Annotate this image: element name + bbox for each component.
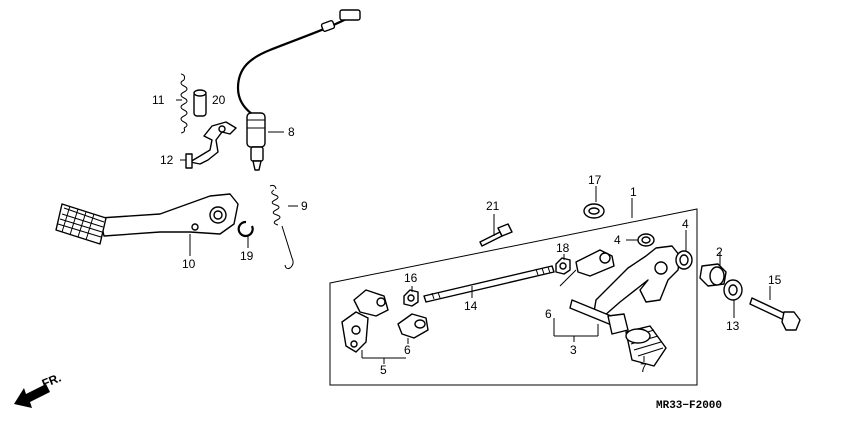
rod-14-part <box>423 265 555 303</box>
callout-6-left: 6 <box>404 343 411 357</box>
spring-9-part <box>269 184 294 270</box>
collar-2-part <box>699 263 727 287</box>
front-arrow-icon <box>14 384 50 408</box>
callout-4-left: 4 <box>614 233 621 247</box>
callout-19: 19 <box>240 249 254 263</box>
callout-14: 14 <box>464 299 478 313</box>
brake-pedal-part <box>55 193 239 245</box>
washer-13-part <box>723 279 743 301</box>
washer-17-part <box>583 203 605 219</box>
callout-15: 15 <box>768 273 782 287</box>
callout-3: 3 <box>570 343 577 357</box>
callout-10: 10 <box>182 257 196 271</box>
brake-switch-part <box>236 9 361 171</box>
bracket-12-part <box>185 121 237 169</box>
spring-11-part <box>180 73 188 134</box>
joint-6-left-part <box>397 313 429 339</box>
callout-2: 2 <box>716 245 723 259</box>
callout-9: 9 <box>301 199 308 213</box>
callout-12: 12 <box>160 153 174 167</box>
clip-19-part <box>237 220 254 238</box>
joint-5-part <box>341 289 389 353</box>
joint-6-right-part <box>575 249 615 277</box>
callout-18: 18 <box>556 241 570 255</box>
front-direction-label: FR. <box>40 371 63 391</box>
callout-7: 7 <box>640 361 647 375</box>
leader-lines <box>176 99 771 364</box>
nut-16-part <box>403 289 419 307</box>
callout-4-right: 4 <box>682 217 689 231</box>
callout-5: 5 <box>380 363 387 377</box>
assembly-outline <box>329 208 698 386</box>
bolt-15-part <box>749 297 801 331</box>
callout-8: 8 <box>288 125 295 139</box>
callout-13: 13 <box>726 319 740 333</box>
collar-20-part <box>193 89 207 117</box>
callout-21: 21 <box>486 199 500 213</box>
callout-labels: 1 2 3 4 4 5 6 6 7 8 9 10 11 12 13 14 15 … <box>152 93 782 377</box>
callout-20: 20 <box>212 93 226 107</box>
shift-pedal-rubber-part <box>625 325 667 367</box>
callout-16: 16 <box>404 271 418 285</box>
nut-18-part <box>555 257 571 275</box>
bolt-21-part <box>479 223 513 247</box>
shift-arm-part <box>569 245 681 335</box>
callout-17: 17 <box>588 173 602 187</box>
diagram-code: MR33−F2000 <box>656 400 722 412</box>
front-direction-indicator: FR. <box>14 371 63 408</box>
callout-1: 1 <box>630 185 637 199</box>
callout-11: 11 <box>152 93 165 107</box>
callout-6-right: 6 <box>545 307 552 321</box>
